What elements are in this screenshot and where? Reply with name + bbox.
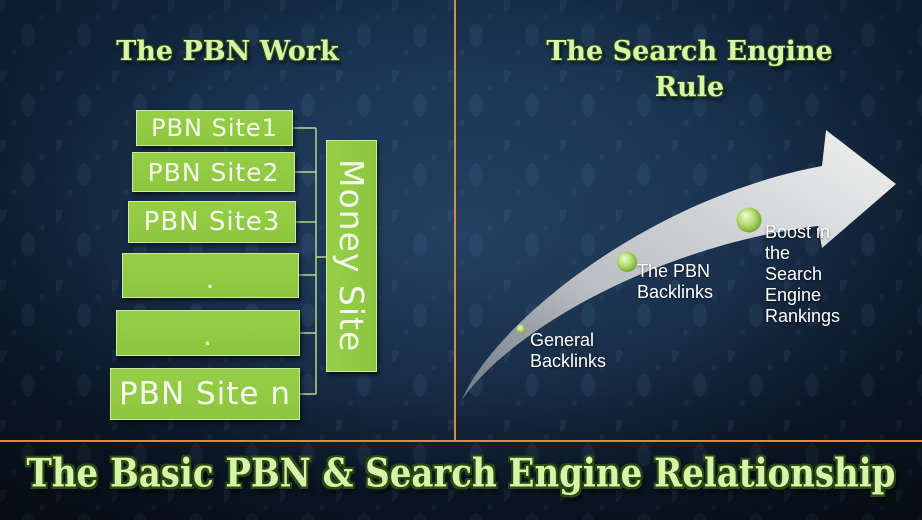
pbn-site-box: PBN Site1: [136, 110, 293, 146]
money-site-box: Money Site: [326, 140, 377, 372]
stage-label-line: The PBN: [637, 261, 711, 281]
stage-marker: [516, 324, 526, 334]
pbn-site-box: PBN Site2: [132, 152, 295, 192]
pbn-work-title: The PBN Work: [0, 36, 455, 68]
stage-marker: [736, 207, 762, 233]
pbn-site-box-ellipsis: .: [116, 310, 300, 356]
horizontal-divider: [0, 440, 922, 442]
stage-label-line: the: [765, 243, 791, 263]
search-engine-rule-title-line: Rule: [654, 72, 725, 103]
pbn-site-label: PBN Site1: [151, 114, 278, 142]
money-site-label: Money Site: [332, 159, 371, 353]
stage-label-line: General: [530, 330, 595, 350]
stage-label-line: Backlinks: [530, 351, 607, 371]
pbn-site-label: .: [203, 322, 213, 352]
relationship-title: The Basic PBN & Search Engine Relationsh…: [0, 449, 922, 500]
stage-label-ranking-boost: Boost in the Search Engine Rankings: [765, 222, 840, 327]
search-engine-rule-title: The Search Engine Rule: [457, 34, 922, 106]
stage-label-line: Engine: [765, 285, 822, 305]
stage-label-line: Search: [765, 264, 823, 284]
stage-label-general-backlinks: General Backlinks: [530, 330, 606, 372]
stage-label-line: Backlinks: [637, 282, 714, 302]
pbn-site-label: PBN Site n: [118, 376, 292, 412]
pbn-work-title-text: The PBN Work: [116, 36, 339, 67]
relationship-title-text: The Basic PBN & Search Engine Relationsh…: [26, 451, 896, 497]
stage-label-pbn-backlinks: The PBN Backlinks: [637, 261, 713, 303]
pbn-site-box: PBN Site3: [128, 201, 296, 243]
pbn-site-label: .: [205, 264, 216, 295]
stage-label-line: Boost in: [765, 222, 831, 242]
stage-label-line: Rankings: [765, 306, 841, 326]
search-engine-rule-title-line: The Search Engine: [546, 36, 833, 67]
pbn-site-label: PBN Site3: [143, 207, 281, 237]
pbn-site-box: PBN Site n: [110, 368, 300, 420]
pbn-site-box-ellipsis: .: [122, 253, 299, 298]
vertical-divider: [454, 0, 456, 441]
pbn-site-label: PBN Site2: [147, 157, 280, 187]
stage-marker: [617, 252, 637, 272]
